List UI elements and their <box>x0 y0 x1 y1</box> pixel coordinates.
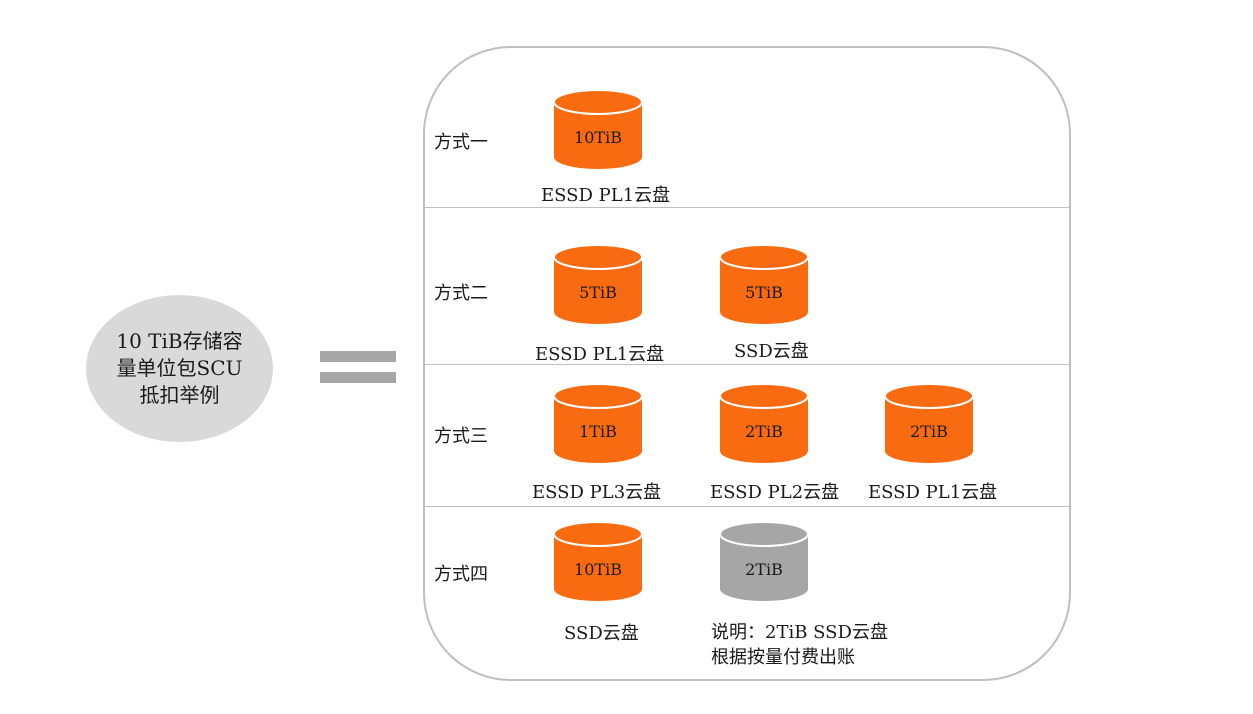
cylinder-top <box>884 383 974 409</box>
options-panel <box>423 46 1071 681</box>
disk-cylinder: 2TiB <box>884 383 974 465</box>
disk-cylinder: 5TiB <box>719 244 809 326</box>
cylinder-icon <box>884 383 974 463</box>
disk-type-label: ESSD PL2云盘 <box>710 482 840 503</box>
equals-sign-top-bar <box>320 351 396 362</box>
disk-cylinder: 1TiB <box>553 383 643 465</box>
cylinder-body <box>554 102 642 169</box>
row-label-option-1: 方式一 <box>434 132 488 153</box>
cylinder-body <box>554 257 642 324</box>
cylinder-body <box>885 396 973 463</box>
disk-type-label: ESSD PL3云盘 <box>532 482 662 503</box>
cylinder-body <box>720 534 808 601</box>
cylinder-top <box>553 383 643 409</box>
cylinder-top <box>553 521 643 547</box>
disk-capacity: 10TiB <box>574 560 622 579</box>
cylinder-body <box>720 396 808 463</box>
disk-cylinder-pay-as-you-go: 2TiB <box>719 521 809 603</box>
disk-capacity: 2TiB <box>745 422 783 441</box>
disk-cylinder: 10TiB <box>553 521 643 603</box>
cylinder-icon <box>553 383 643 463</box>
equals-sign-bottom-bar <box>320 372 396 383</box>
cylinder-icon <box>719 383 809 463</box>
cylinder-top <box>553 244 643 270</box>
cylinder-icon <box>719 521 809 601</box>
disk-cylinder: 2TiB <box>719 383 809 465</box>
row-divider <box>424 364 1071 365</box>
cylinder-top <box>553 89 643 115</box>
disk-type-label: ESSD PL1云盘 <box>541 185 671 206</box>
disk-capacity: 2TiB <box>745 560 783 579</box>
disk-type-label: ESSD PL1云盘 <box>868 482 998 503</box>
summary-ellipse: 10 TiB存储容量单位包SCU抵扣举例 <box>86 295 273 442</box>
disk-capacity: 5TiB <box>745 283 783 302</box>
disk-type-label: SSD云盘 <box>734 341 809 362</box>
disk-type-label: SSD云盘 <box>564 623 639 644</box>
cylinder-top <box>719 244 809 270</box>
row-label-option-2: 方式二 <box>434 283 488 304</box>
disk-type-label: ESSD PL1云盘 <box>535 344 665 365</box>
row-label-option-3: 方式三 <box>434 426 488 447</box>
disk-capacity: 10TiB <box>574 128 622 147</box>
billing-note-line-2: 根据按量付费出账 <box>711 647 855 668</box>
disk-capacity: 5TiB <box>579 283 617 302</box>
billing-note-line-1: 说明：2TiB SSD云盘 <box>711 622 888 643</box>
row-divider <box>424 207 1071 208</box>
cylinder-icon <box>553 89 643 169</box>
disk-capacity: 1TiB <box>579 422 617 441</box>
billing-note: 说明：2TiB SSD云盘 根据按量付费出账 <box>711 620 888 670</box>
cylinder-top <box>719 521 809 547</box>
summary-text: 10 TiB存储容量单位包SCU抵扣举例 <box>116 329 243 407</box>
cylinder-icon <box>553 244 643 324</box>
cylinder-icon <box>553 521 643 601</box>
cylinder-top <box>719 383 809 409</box>
cylinder-body <box>554 534 642 601</box>
row-label-option-4: 方式四 <box>434 564 488 585</box>
cylinder-icon <box>719 244 809 324</box>
cylinder-body <box>554 396 642 463</box>
row-divider <box>424 506 1071 507</box>
disk-cylinder: 5TiB <box>553 244 643 326</box>
disk-capacity: 2TiB <box>910 422 948 441</box>
cylinder-body <box>720 257 808 324</box>
disk-cylinder: 10TiB <box>553 89 643 171</box>
